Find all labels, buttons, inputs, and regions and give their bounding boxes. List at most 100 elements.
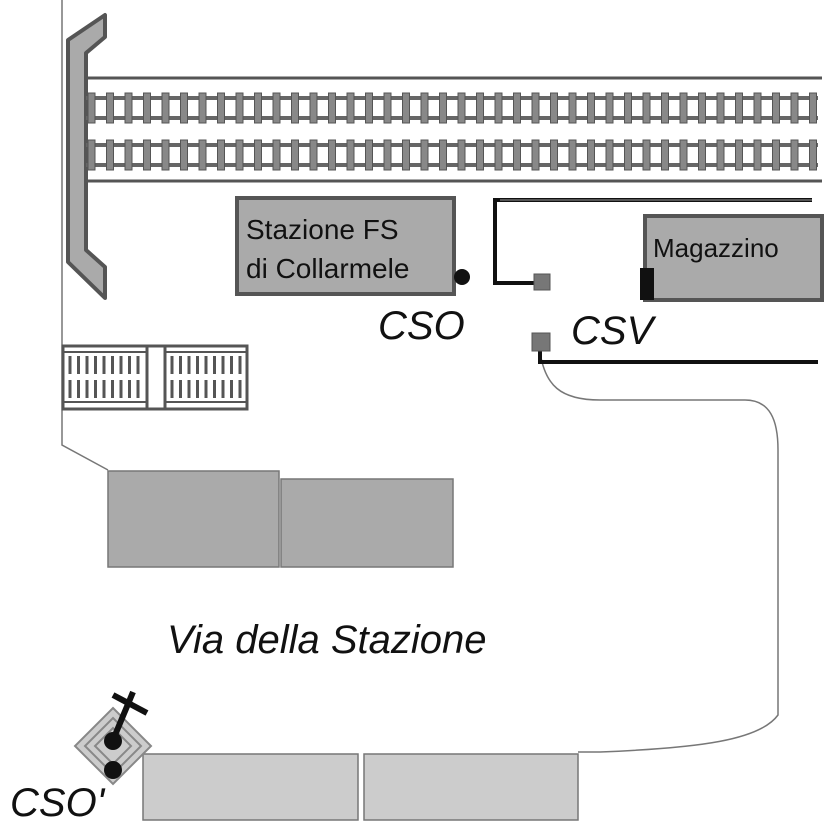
rail-tie (790, 92, 799, 124)
rail-tie (661, 92, 669, 124)
rail-tie (124, 92, 133, 124)
building-bottom-right (363, 753, 579, 821)
rail-tie (568, 92, 577, 124)
rail-tie (698, 139, 706, 171)
rail-tie (698, 92, 706, 124)
rail-tie (272, 139, 281, 171)
warehouse-building: Magazzino (640, 214, 824, 302)
rail-tie (624, 139, 632, 171)
gate-grille (61, 344, 249, 411)
rail-tie (143, 139, 151, 171)
rail-tie (309, 92, 318, 124)
rail-tie (291, 139, 299, 171)
cso-label: CSO (378, 304, 465, 348)
track-2 (86, 143, 818, 167)
station-label-line2: di Collarmele (246, 253, 409, 284)
rail-tie (550, 92, 558, 124)
rail-tie (439, 92, 447, 124)
rail-tie (716, 139, 725, 171)
rail-tie (328, 92, 336, 124)
street-label: Via della Stazione (167, 618, 487, 662)
rail-tie (513, 92, 521, 124)
rail-tie (235, 92, 244, 124)
rail-tie (439, 139, 447, 171)
rail-tie (402, 92, 410, 124)
rail-tie (87, 92, 96, 124)
rail-tie (161, 139, 170, 171)
rail-tie (790, 139, 799, 171)
rail-tie (198, 92, 207, 124)
church-icon (73, 690, 153, 786)
rail-tie (365, 92, 373, 124)
rail-tie (217, 92, 225, 124)
rail-tie (420, 139, 429, 171)
csv-point-marker-1 (533, 273, 551, 291)
station-building: Stazione FS di Collarmele (235, 196, 456, 296)
rail-tie (809, 139, 817, 171)
rail-tie (735, 92, 743, 124)
rail-tie (235, 139, 244, 171)
rail-tie (624, 92, 632, 124)
rail-tie (198, 139, 207, 171)
warehouse-label: Magazzino (653, 233, 779, 263)
rail-tie (772, 92, 780, 124)
rail-tie (106, 139, 114, 171)
station-label-line1: Stazione FS (246, 214, 399, 245)
cso-prime-label: CSO' (10, 781, 106, 825)
rail-tie (254, 92, 262, 124)
rail-tie (143, 92, 151, 124)
rail-tie (531, 92, 540, 124)
fence-line-lower (538, 350, 818, 364)
rail-tie (494, 139, 503, 171)
rail-tie (124, 139, 133, 171)
rail-tie (291, 92, 299, 124)
rail-tie (642, 139, 651, 171)
rail-tie (309, 139, 318, 171)
rail-tie (420, 92, 429, 124)
rail-tie (642, 92, 651, 124)
rail-tie (106, 92, 114, 124)
rail-tie (605, 139, 614, 171)
rail-tie (272, 92, 281, 124)
rail-tie (772, 139, 780, 171)
left-boundary-line (61, 0, 109, 471)
rail-tie (383, 92, 392, 124)
rail-tie (476, 92, 484, 124)
bridge-structure (66, 13, 107, 300)
rail-tie (457, 92, 466, 124)
building-middle-left (107, 470, 280, 568)
rail-tie (753, 139, 762, 171)
cso-point-marker (454, 269, 470, 285)
railway-tracks (86, 76, 822, 183)
building-bottom-left (142, 753, 359, 821)
rail-tie (217, 139, 225, 171)
rail-tie (346, 139, 355, 171)
rail-tie (679, 92, 688, 124)
rail-tie (180, 92, 188, 124)
building-middle-right (280, 478, 454, 568)
rail-tie (735, 139, 743, 171)
rail-tie (531, 139, 540, 171)
rail-tie (550, 139, 558, 171)
rail-tie (753, 92, 762, 124)
rail-tie (587, 139, 595, 171)
rail-tie (661, 139, 669, 171)
rail-tie (87, 139, 96, 171)
rail-tie (383, 139, 392, 171)
rail-tie (254, 139, 262, 171)
csv-point-marker-2 (531, 332, 551, 352)
rail-tie (513, 139, 521, 171)
rail-tie (346, 92, 355, 124)
rail-tie (457, 139, 466, 171)
csv-label: CSV (571, 309, 657, 353)
rail-tie (716, 92, 725, 124)
track-1 (86, 96, 818, 120)
rail-tie (605, 92, 614, 124)
rail-tie (180, 139, 188, 171)
rail-tie (809, 92, 817, 124)
rail-tie (402, 139, 410, 171)
rail-tie (476, 139, 484, 171)
rail-tie (679, 139, 688, 171)
rail-tie (161, 92, 170, 124)
